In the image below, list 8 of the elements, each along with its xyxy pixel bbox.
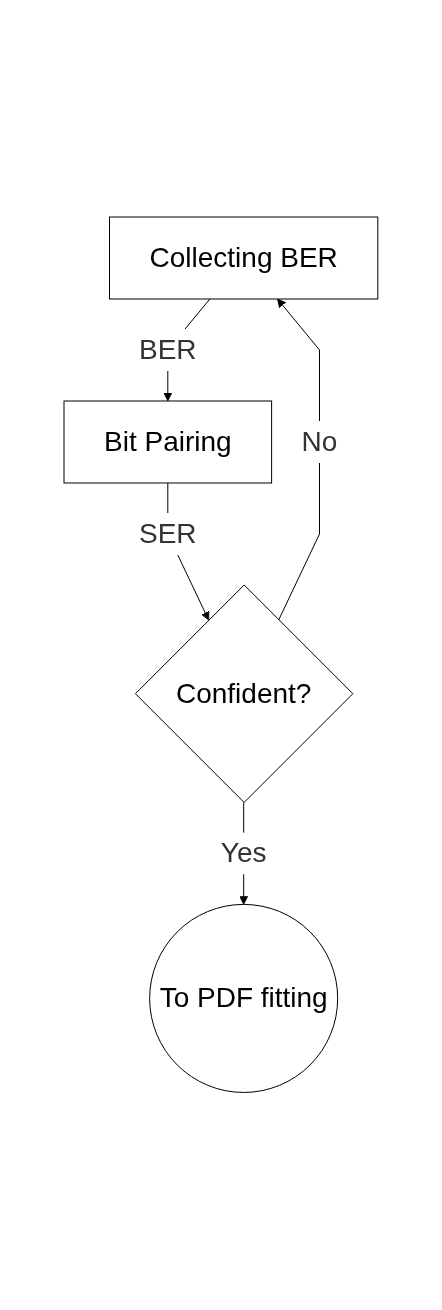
node-diamond: Confident? <box>135 584 354 804</box>
node-box: Bit Pairing <box>63 400 273 484</box>
edge-label: Yes <box>220 837 267 869</box>
node-box: Collecting BER <box>109 216 379 300</box>
edge-label: No <box>301 426 338 458</box>
node-circle: To PDF fitting <box>149 904 339 1094</box>
edge-label: SER <box>139 518 197 550</box>
edge-label: BER <box>139 334 197 366</box>
